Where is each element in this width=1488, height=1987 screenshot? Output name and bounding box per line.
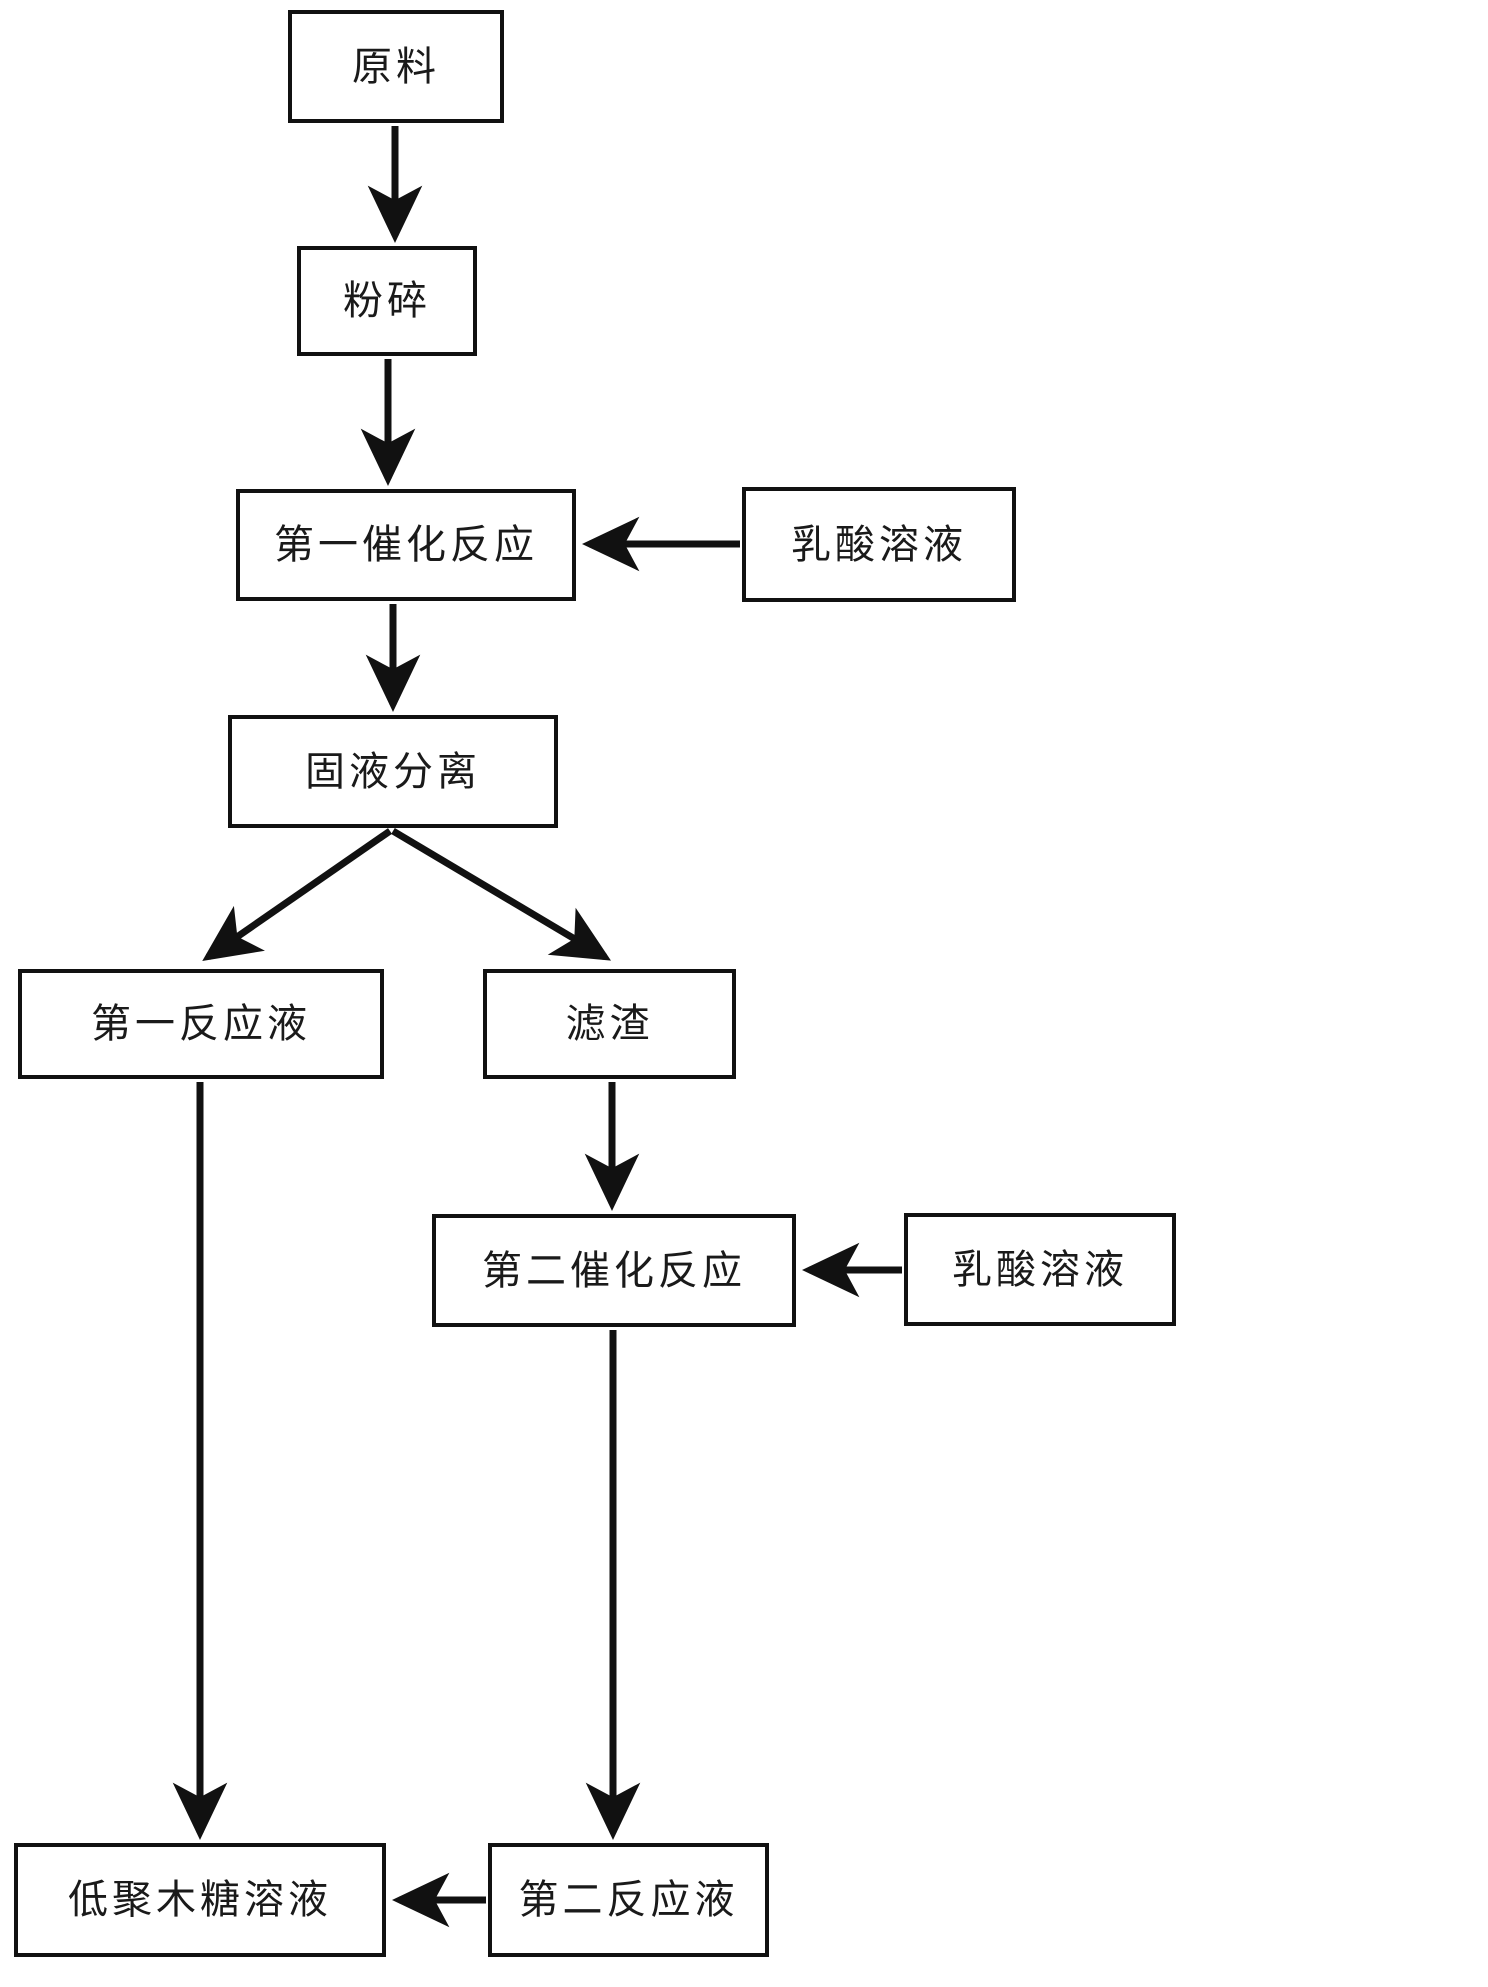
node-label: 乳酸溶液 (791, 521, 967, 568)
node-second-reaction-liquid[interactable]: 第二反应液 (488, 1843, 769, 1957)
node-label: 第二催化反应 (482, 1247, 746, 1294)
node-label: 粉碎 (343, 278, 431, 324)
node-first-reaction-liquid[interactable]: 第一反应液 (18, 969, 384, 1079)
node-label: 低聚木糖溶液 (68, 1877, 332, 1923)
node-xylooligosaccharide-solution[interactable]: 低聚木糖溶液 (14, 1843, 386, 1957)
node-label: 滤渣 (565, 1001, 654, 1047)
node-label: 第一反应液 (91, 1001, 311, 1047)
node-raw-material[interactable]: 原料 (288, 10, 504, 123)
node-filter-residue[interactable]: 滤渣 (483, 969, 736, 1079)
edge-sep-to-reaction-liq1 (202, 828, 392, 961)
node-label: 固液分离 (305, 748, 481, 795)
node-label: 第一催化反应 (274, 522, 538, 568)
node-solid-liquid-separation[interactable]: 固液分离 (228, 715, 558, 828)
node-lactic-acid-solution-2[interactable]: 乳酸溶液 (904, 1213, 1176, 1326)
edge-sep-to-residue (391, 827, 612, 961)
node-label: 第二反应液 (518, 1877, 739, 1923)
node-label: 原料 (352, 43, 440, 90)
node-second-catalysis[interactable]: 第二催化反应 (432, 1214, 796, 1327)
node-lactic-acid-solution-1[interactable]: 乳酸溶液 (742, 487, 1016, 602)
node-crushing[interactable]: 粉碎 (297, 246, 477, 356)
node-first-catalysis[interactable]: 第一催化反应 (236, 489, 576, 601)
node-label: 乳酸溶液 (952, 1246, 1128, 1293)
